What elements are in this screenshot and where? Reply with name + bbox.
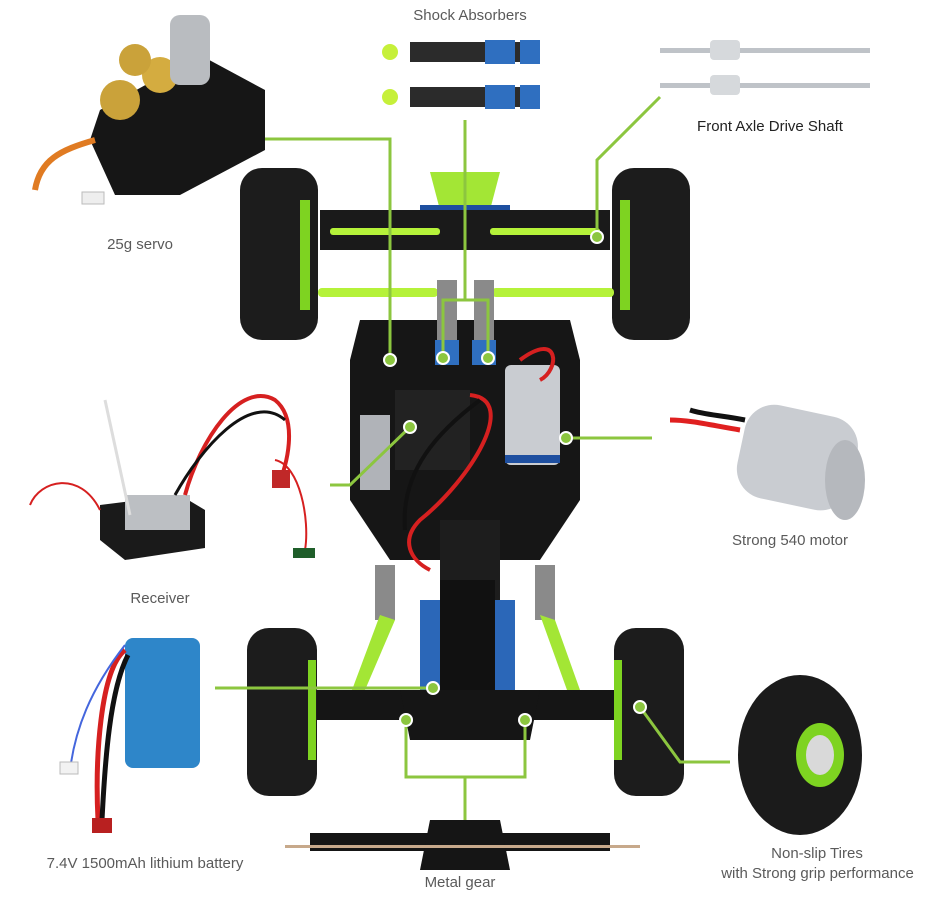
motor-label: Strong 540 motor — [732, 532, 848, 549]
battery-label: 7.4V 1500mAh lithium battery — [46, 855, 244, 872]
tires-label-line1: Non-slip Tires — [771, 845, 863, 862]
receiver-image — [29, 394, 315, 560]
callout-dots — [383, 230, 647, 727]
drive-shaft-image — [660, 40, 870, 95]
tires-label-line2: with Strong grip performance — [721, 865, 914, 882]
motor-image — [669, 404, 865, 520]
metal-gear-label: Metal gear — [424, 874, 496, 891]
callout-lines — [215, 95, 730, 822]
tire-image — [738, 675, 862, 835]
metal-gear-image — [285, 820, 640, 870]
front-axle-drive-shaft-label: Front Axle Drive Shaft — [697, 118, 843, 135]
shock-absorbers-label: Shock Absorbers — [413, 7, 527, 24]
battery-image — [59, 638, 200, 833]
servo-image — [32, 15, 265, 205]
servo-label: 25g servo — [107, 236, 173, 253]
shock-absorbers-image — [382, 40, 540, 109]
receiver-label: Receiver — [130, 590, 190, 607]
